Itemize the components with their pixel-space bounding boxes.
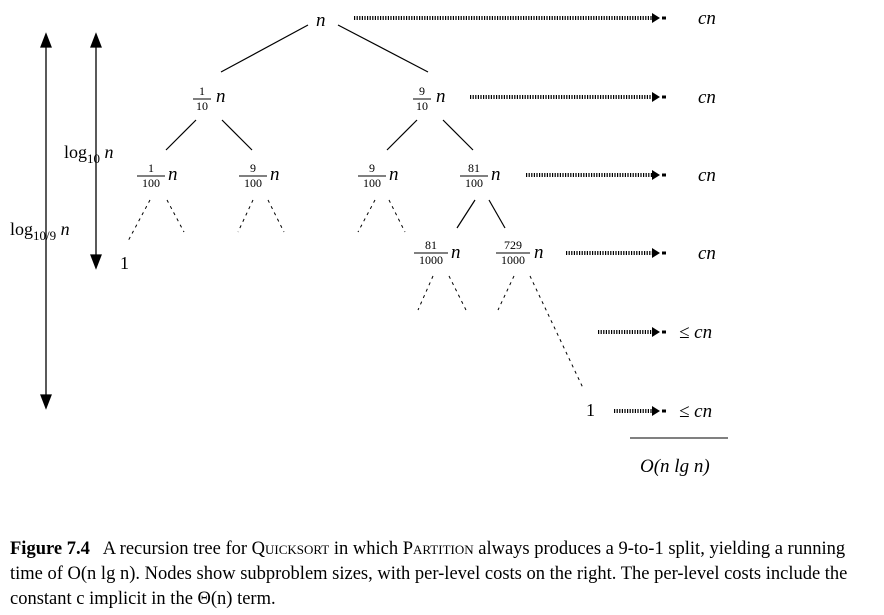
node-root: n [316, 10, 326, 31]
level-cost-1: cn [698, 87, 716, 108]
recursion-tree-diagram: n 1 10 n 9 10 n 1 100 n 9 100 n 9 100 n … [10, 8, 728, 477]
frac-var: n [436, 86, 446, 107]
caption-text-1: A recursion tree for [102, 539, 252, 559]
figure-label: Figure 7.4 [10, 539, 90, 559]
dashed-edge [357, 199, 376, 233]
dashed-edge [448, 275, 467, 311]
axis-label-log10-9: log10/9 n [10, 219, 70, 243]
level-cost-4: ≤ cn [679, 322, 712, 343]
arrow-up-icon [40, 32, 52, 48]
node-9-100-a: 9 100 n [239, 161, 280, 190]
dotted-arrow-icon [526, 170, 666, 180]
node-1-100: 1 100 n [137, 161, 178, 190]
frac-den: 1000 [419, 253, 443, 267]
node-9-10: 9 10 n [413, 84, 446, 113]
dashed-edge [267, 199, 285, 233]
frac-den: 100 [465, 176, 483, 190]
frac-num: 9 [419, 84, 425, 98]
frac-den: 1000 [501, 253, 525, 267]
edge-root-right [337, 24, 429, 73]
edge-l2d-left [456, 199, 476, 229]
dashed-edge [417, 275, 434, 311]
node-81-1000: 81 1000 n [414, 238, 461, 267]
level-cost-0: cn [698, 8, 716, 29]
node-81-100: 81 100 n [460, 161, 501, 190]
figure-caption: Figure 7.4 A recursion tree for Quicksor… [10, 537, 878, 612]
caption-quicksort: Quicksort [251, 539, 330, 559]
caption-partition: Partition [402, 539, 474, 559]
edge-l1b-right [442, 119, 474, 151]
frac-den: 10 [416, 99, 428, 113]
dotted-arrow-icon [566, 248, 666, 258]
frac-num: 9 [250, 161, 256, 175]
arrow-down-icon [40, 394, 52, 410]
caption-text-3: always produces a 9-to-1 split, yielding… [10, 539, 848, 609]
dashed-edge [529, 275, 584, 389]
edge-root-left [220, 24, 309, 73]
frac-num: 81 [468, 161, 480, 175]
frac-den: 10 [196, 99, 208, 113]
caption-text-2: in which [329, 539, 403, 559]
frac-den: 100 [244, 176, 262, 190]
frac-den: 100 [142, 176, 160, 190]
edge-l1a-left [165, 119, 197, 151]
leaf-right: 1 [586, 400, 595, 420]
level-cost-3: cn [698, 243, 716, 264]
dashed-edge [166, 199, 185, 233]
frac-var: n [491, 164, 501, 185]
frac-var: n [270, 164, 280, 185]
frac-var: n [216, 86, 226, 107]
dashed-edge [388, 199, 406, 233]
frac-var: n [168, 164, 178, 185]
tree-edges [165, 24, 506, 229]
frac-num: 81 [425, 238, 437, 252]
node-1-10: 1 10 n [193, 84, 226, 113]
dashed-edge [126, 199, 151, 244]
frac-num: 1 [199, 84, 205, 98]
arrow-up-icon [90, 32, 102, 48]
node-9-100-b: 9 100 n [358, 161, 399, 190]
level-cost-5: ≤ cn [679, 401, 712, 422]
dotted-arrow-icon [354, 13, 666, 23]
frac-den: 100 [363, 176, 381, 190]
arrow-down-icon [90, 254, 102, 270]
level-cost-2: cn [698, 165, 716, 186]
edge-l2d-right [488, 199, 506, 229]
dotted-arrow-icon [598, 327, 666, 337]
leaf-left: 1 [120, 253, 129, 273]
frac-var: n [534, 242, 544, 263]
frac-var: n [451, 242, 461, 263]
edge-l1b-left [386, 119, 418, 151]
edge-l1a-right [221, 119, 253, 151]
tree-dashed-edges [126, 199, 584, 389]
dashed-edge [237, 199, 254, 233]
node-729-1000: 729 1000 n [496, 238, 544, 267]
dotted-arrow-icon [470, 92, 666, 102]
frac-num: 1 [148, 161, 154, 175]
left-axis [40, 32, 102, 410]
frac-num: 9 [369, 161, 375, 175]
dashed-edge [497, 275, 515, 311]
total-cost: O(n lg n) [640, 456, 710, 477]
frac-var: n [389, 164, 399, 185]
dotted-arrow-icon [614, 406, 666, 416]
cost-arrows [354, 13, 666, 416]
frac-num: 729 [504, 238, 522, 252]
axis-label-log10: log10 n [64, 142, 114, 166]
